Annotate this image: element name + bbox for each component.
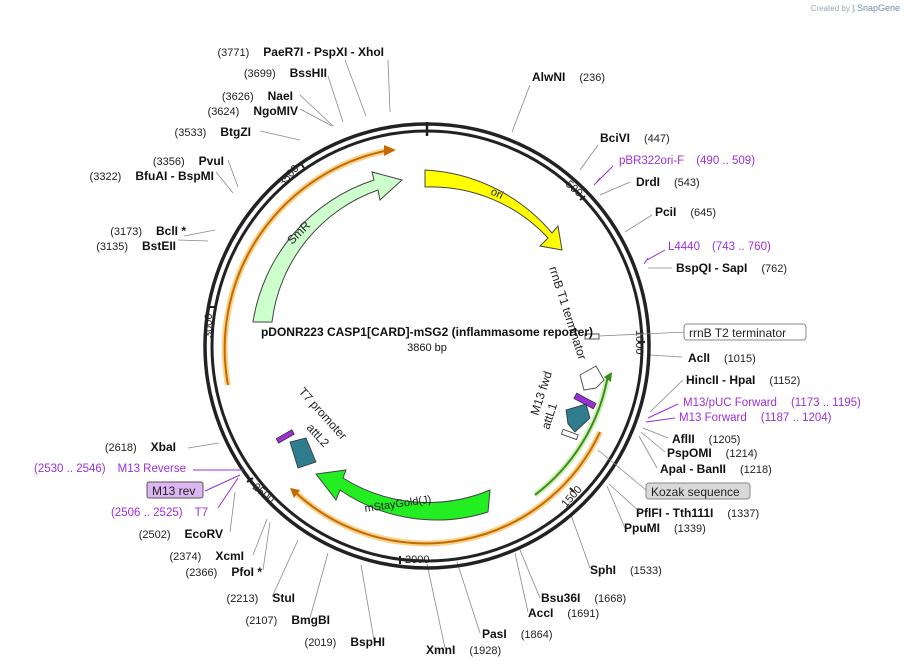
- site-alwni-name: AlwNI: [532, 70, 565, 84]
- attl1-small-marker: [560, 428, 579, 441]
- site-pvui[interactable]: (3356)PvuI: [153, 154, 224, 168]
- site-alwni-pos: (236): [579, 72, 605, 84]
- site-bspqi[interactable]: BspQI - SapI(762): [676, 261, 787, 275]
- smr-feature[interactable]: [252, 171, 404, 323]
- rrnb-t2-box-frame: [683, 323, 807, 341]
- rrnb-t2-box[interactable]: rrnB T2 terminator: [683, 323, 807, 341]
- site-leader-lines: [177, 59, 684, 649]
- site-bsteii[interactable]: (3135)BstEII: [96, 239, 176, 253]
- tick-label-3000: 3000: [203, 314, 215, 338]
- rrnb-t2-leader: [598, 331, 687, 337]
- site-pasi[interactable]: PasI(1864): [482, 627, 552, 641]
- site-bcli[interactable]: (3173)BclI *: [110, 224, 186, 238]
- t7-promoter-arrow[interactable]: [275, 429, 295, 444]
- orange-ring-bottom: [294, 431, 601, 545]
- site-bsu36i[interactable]: Bsu36I(1668): [541, 591, 626, 605]
- primer-l4440[interactable]: L4440(743 .. 760): [668, 241, 771, 253]
- primer-pbr322[interactable]: pBR322ori-F(490 .. 509): [619, 155, 755, 167]
- site-bsshii[interactable]: (3699)BssHII: [244, 66, 327, 80]
- snapgene-logo-icon: ⟆: [851, 3, 855, 13]
- site-sphi[interactable]: SphI(1533): [590, 563, 662, 577]
- site-aflii[interactable]: AflII(1205): [672, 432, 740, 446]
- rrnb-t1-feature[interactable]: [579, 365, 605, 391]
- site-stui[interactable]: (2213)StuI: [227, 591, 295, 605]
- primer-m13puc[interactable]: M13/pUC Forward(1173 .. 1195): [683, 397, 861, 409]
- ori-feature[interactable]: [424, 169, 563, 251]
- site-acli[interactable]: AclI(1015): [688, 351, 756, 365]
- site-naei[interactable]: (3626)NaeI: [222, 89, 293, 103]
- site-ngomiv[interactable]: (3624)NgoMIV: [208, 104, 298, 118]
- primer-leaders: [193, 165, 679, 509]
- orange-ring-bottom-arrow: [290, 488, 300, 498]
- site-ppumi[interactable]: PpuMI(1339): [624, 521, 706, 535]
- m13-rev-box-label: M13 rev: [152, 484, 195, 498]
- site-bmgbi[interactable]: (2107)BmgBI: [246, 613, 330, 627]
- tick-label-2000: 2000: [405, 554, 429, 566]
- credit-prefix: Created by: [810, 3, 850, 13]
- attl1-feature[interactable]: [565, 403, 591, 433]
- m13-rev-box-frame: [146, 481, 204, 499]
- right-site-labels: AlwNI (236) BciVI(447) pBR322ori-F(490 ..…: [426, 70, 861, 657]
- primer-m13-forward[interactable]: M13 Forward(1187 .. 1204): [679, 412, 832, 424]
- m13-fwd-primer-arrow[interactable]: [573, 392, 597, 410]
- plasmid-length: 3860 bp: [407, 342, 447, 354]
- plasmid-name: pDONR223 CASP1[CARD]-mSG2 (inflammasome …: [261, 325, 593, 339]
- kozak-label: Kozak sequence: [651, 485, 740, 499]
- site-apai[interactable]: ApaI - BanII(1218): [660, 462, 772, 476]
- orange-ring-left-arrow: [384, 145, 396, 156]
- primer-m13-reverse[interactable]: (2530 .. 2546)M13 Reverse: [34, 463, 186, 475]
- mstaygold-feature[interactable]: [315, 469, 491, 521]
- primer-t7[interactable]: (2506 .. 2525)T7: [111, 507, 208, 519]
- attl2-feature[interactable]: [289, 437, 317, 469]
- left-site-labels: (2019)BspHI (2107)BmgBI (2213)StuI (2366…: [34, 45, 385, 649]
- rrnb-t2-label: rrnB T2 terminator: [689, 326, 786, 340]
- site-bfuai[interactable]: (3322)BfuAI - BspMI: [90, 169, 214, 183]
- site-xbai[interactable]: (2618)XbaI: [105, 440, 176, 454]
- site-xcmi[interactable]: (2374)XcmI: [170, 549, 244, 563]
- site-pcii[interactable]: PciI(645): [655, 205, 716, 219]
- kozak-box-frame: [645, 482, 751, 500]
- site-pfoi[interactable]: (2366)PfoI *: [186, 565, 263, 579]
- orange-ring-left: [223, 149, 391, 386]
- kozak-leader: [597, 449, 647, 491]
- site-alwni[interactable]: AlwNI (236): [532, 70, 605, 84]
- green-ring: [534, 374, 609, 496]
- tick-label-2500: 2500: [250, 481, 276, 506]
- site-acci[interactable]: AccI(1691): [528, 606, 599, 620]
- site-bsphi[interactable]: (2019)BspHI: [305, 635, 385, 649]
- site-btgzi[interactable]: (3533)BtgZI: [175, 125, 251, 139]
- m13-rev-box[interactable]: M13 rev: [146, 481, 204, 499]
- site-hincii[interactable]: HincII - HpaI(1152): [686, 373, 800, 387]
- green-ring-arrow: [604, 372, 612, 382]
- site-pspomi[interactable]: PspOMI(1214): [667, 446, 757, 460]
- position-ticks: [209, 161, 645, 564]
- site-drdi[interactable]: DrdI(543): [636, 175, 700, 189]
- site-xmni[interactable]: XmnI(1928): [426, 643, 501, 657]
- rrnb-t2-marker: [584, 333, 600, 340]
- credit-brand: SnapGene: [856, 3, 900, 13]
- kozak-box[interactable]: Kozak sequence: [597, 449, 751, 500]
- site-bcivi[interactable]: BciVI(447): [600, 131, 670, 145]
- ori-label: ori: [489, 186, 505, 202]
- tick-label-1000: 1000: [633, 330, 645, 354]
- site-pflfi[interactable]: PflFI - Tth111I(1337): [636, 506, 759, 520]
- credit: Created by ⟆ SnapGene: [811, 3, 900, 13]
- site-paer7i[interactable]: (3771)PaeR7I - PspXI - XhoI: [218, 45, 385, 59]
- site-ecorv[interactable]: (2502)EcoRV: [139, 527, 223, 541]
- rrnb-t1-label: rrnB T1 terminator: [546, 265, 589, 362]
